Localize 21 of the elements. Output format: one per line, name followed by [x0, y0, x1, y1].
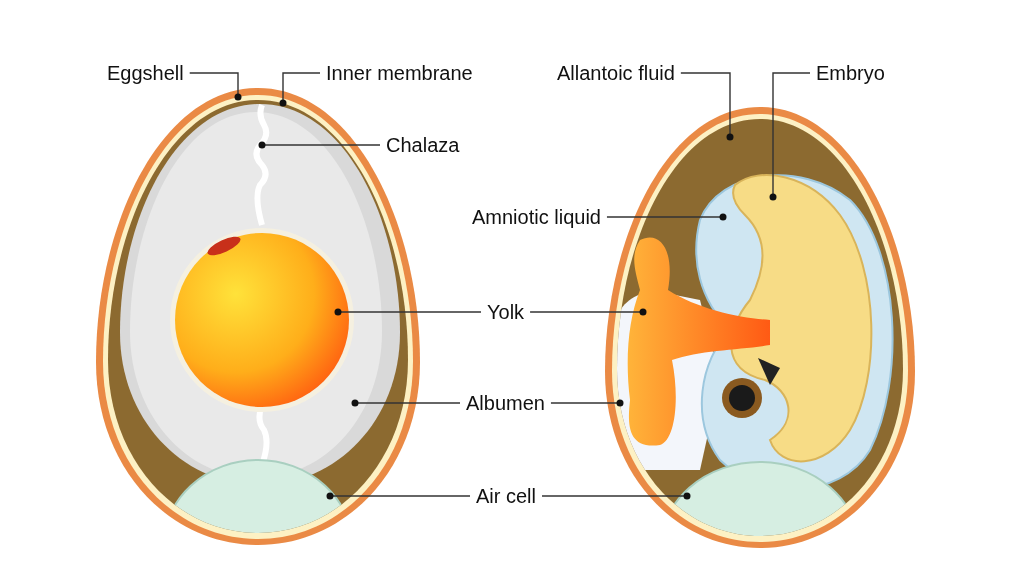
leader-line	[606, 213, 727, 221]
part-label: Inner membrane	[326, 61, 473, 85]
leader-line	[550, 399, 624, 407]
leader-line	[326, 492, 471, 500]
leader-line	[258, 141, 381, 149]
leader-line	[334, 308, 482, 316]
leader-line	[279, 72, 321, 107]
part-label: Chalaza	[386, 133, 460, 157]
part-label: Allantoic fluid	[557, 61, 675, 85]
part-label: Air cell	[476, 484, 536, 508]
leader-line	[541, 492, 691, 500]
leader-line	[680, 72, 734, 141]
leader-line	[189, 72, 242, 101]
part-label: Albumen	[466, 391, 545, 415]
part-label: Embryo	[816, 61, 885, 85]
leader-line	[769, 72, 811, 201]
part-label: Amniotic liquid	[472, 205, 601, 229]
part-label: Eggshell	[107, 61, 184, 85]
leader-line	[529, 308, 647, 316]
leader-line	[351, 399, 461, 407]
part-label: Yolk	[487, 300, 525, 324]
